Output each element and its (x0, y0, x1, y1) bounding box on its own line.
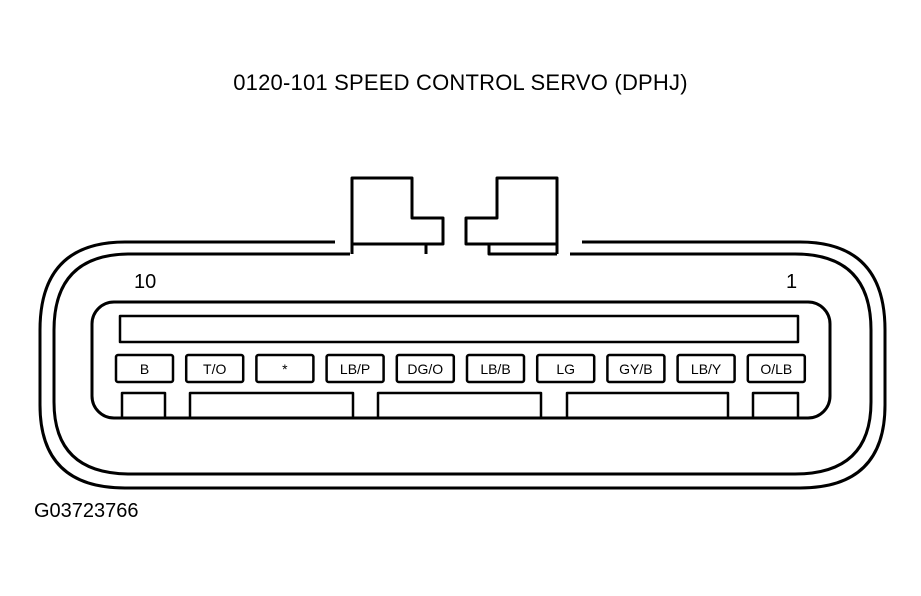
pin-cavity (606, 353, 666, 384)
keying-slot-2 (188, 391, 355, 420)
keying-slot-1 (120, 391, 167, 420)
pin-wire-color-label: LG (556, 361, 575, 377)
pin-number-left: 10 (134, 271, 157, 293)
connector-inner-shell (52, 252, 873, 476)
tab-base-right (487, 244, 557, 256)
pin-cavity (255, 353, 315, 384)
pin-wire-color-label: O/LB (760, 361, 792, 377)
pin-cavity (325, 353, 385, 384)
locking-tab-right (464, 176, 559, 254)
pin-cavity (184, 353, 245, 384)
keying-slot-5 (751, 391, 800, 420)
pin-row: B T/O * LB/P DG/O LB/B LG GY/B LB/Y O/LB (114, 353, 807, 384)
locking-tab-left (350, 176, 445, 254)
pin-cavity (395, 353, 456, 384)
pin-wire-color-label: B (140, 361, 149, 377)
keying-slot-3 (376, 391, 543, 420)
pin-wire-color-label: * (282, 361, 288, 377)
pin-wire-color-label: LB/Y (691, 361, 722, 377)
pin-cavity (676, 353, 736, 384)
keying-slot-4 (565, 391, 730, 420)
pin-cavity (465, 353, 526, 384)
diagram-title: 0120-101 SPEED CONTROL SERVO (DPHJ) (233, 70, 688, 95)
pin-number-right: 1 (786, 271, 798, 293)
pin-cavity (114, 353, 175, 384)
seal-strip (118, 314, 800, 344)
pin-wire-color-label: LB/P (340, 361, 370, 377)
figure-id: G03723766 (34, 500, 139, 522)
pin-wire-color-label: GY/B (619, 361, 652, 377)
pin-wire-color-label: DG/O (407, 361, 443, 377)
tab-base-left (350, 244, 428, 254)
pin-cavity (746, 353, 807, 384)
connector-outer-shell (38, 240, 887, 490)
pin-wire-color-label: T/O (203, 361, 226, 377)
pin-cavity (535, 353, 596, 384)
pin-wire-color-label: LB/B (480, 361, 510, 377)
